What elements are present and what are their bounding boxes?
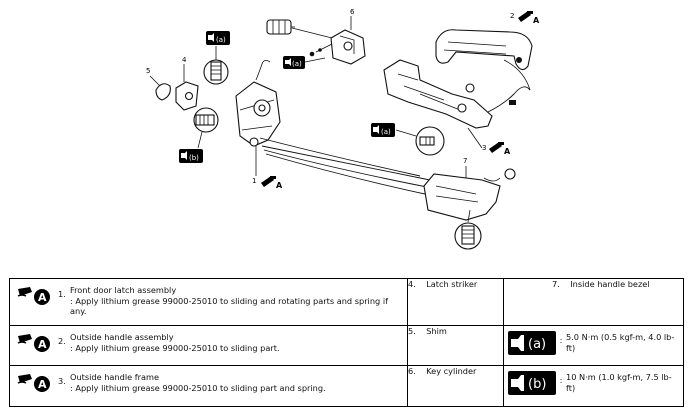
legend-cell-part-3: A 3. Outside handle frame : Apply lithiu…	[9, 365, 408, 407]
legend-cell-part-5: 5. Shim	[407, 325, 504, 366]
grease-symbol-1	[261, 176, 283, 190]
outside-handle-frame	[383, 59, 531, 129]
part-note: : Apply lithium grease 99000-25010 to sl…	[70, 342, 280, 353]
svg-text:(a): (a)	[216, 36, 226, 44]
torque-value-b: 10 N·m (1.0 kgf-m, 7.5 lb-ft)	[566, 372, 672, 393]
callout-7: 7	[463, 157, 467, 165]
svg-text:(a): (a)	[381, 128, 391, 136]
legend-cell-torque-b: (b) : 10 N·m (1.0 kgf-m, 7.5 lb-ft)	[503, 365, 684, 407]
legend-cell-part-2: A 2. Outside handle assembly : Apply lit…	[9, 325, 408, 366]
grease-symbol-2	[518, 11, 540, 25]
latch-striker	[175, 81, 199, 111]
torque-b-icon: (b)	[508, 371, 556, 395]
svg-text:A: A	[38, 291, 47, 304]
callout-3: 3	[482, 144, 486, 152]
part-note: : Apply lithium grease 99000-25010 to sl…	[70, 295, 388, 317]
grease-a-icon: A	[17, 287, 50, 305]
svg-text:(b): (b)	[189, 154, 199, 162]
key-cylinder-bolt	[266, 19, 295, 35]
part-number: 3.	[58, 376, 66, 386]
part-title: Outside handle frame	[70, 372, 160, 382]
legend-cell-torque-a: (a) : 5.0 N·m (0.5 kgf-m, 4.0 lb-ft)	[503, 325, 684, 366]
torque-symbol-a-left: (a)	[206, 31, 230, 45]
parts-legend-table: A 1. Front door latch assembly : Apply l…	[9, 278, 684, 407]
part-title: Outside handle assembly	[70, 332, 174, 342]
part-note: : Apply lithium grease 99000-25010 to sl…	[70, 382, 326, 393]
grease-a-icon: A	[17, 374, 50, 392]
svg-text:A: A	[38, 378, 47, 391]
table-row: A 3. Outside handle frame : Apply lithiu…	[9, 365, 684, 407]
key-cylinder	[309, 29, 366, 65]
table-row: A 1. Front door latch assembly : Apply l…	[9, 278, 684, 326]
torque-value-a: 5.0 N·m (0.5 kgf-m, 4.0 lb-ft)	[566, 332, 675, 353]
torque-a-icon: (a)	[508, 331, 556, 355]
legend-cell-part-4: 4. Latch striker	[407, 278, 504, 326]
latch-cables	[259, 137, 435, 197]
inside-handle-bezel	[423, 168, 516, 221]
frame-bolt	[415, 126, 445, 156]
callout-2: 2	[510, 12, 514, 20]
striker-bolt-bottom	[193, 107, 219, 133]
legend-cell-part-7: 7. Inside handle bezel	[503, 278, 684, 326]
table-row: A 2. Outside handle assembly : Apply lit…	[9, 325, 684, 366]
legend-cell-part-1: A 1. Front door latch assembly : Apply l…	[9, 278, 408, 326]
torque-symbol-b-left: (b)	[179, 149, 203, 163]
callout-6: 6	[350, 8, 355, 16]
striker-bolt-top	[203, 59, 229, 85]
part-title: Front door latch assembly	[70, 285, 177, 295]
torque-symbol-a-mid: (a)	[371, 123, 395, 137]
part-number: 2.	[58, 336, 66, 346]
svg-text:(a): (a)	[292, 60, 302, 68]
svg-text:(a): (a)	[528, 337, 546, 352]
callout-5: 5	[146, 67, 150, 75]
legend-cell-part-6: 6. Key cylinder	[407, 365, 504, 407]
outside-handle-assembly	[435, 29, 533, 91]
callout-1: 1	[252, 177, 256, 185]
svg-text:(b): (b)	[528, 377, 546, 392]
shim	[155, 83, 171, 101]
front-door-latch-assembly	[235, 60, 281, 147]
grease-symbol-3	[489, 142, 511, 156]
torque-symbol-a-top: (a)	[283, 56, 305, 69]
bezel-bolt	[454, 222, 482, 250]
part-number: 1.	[58, 289, 66, 299]
door-latch-exploded-diagram: A (a) 6 2	[146, 8, 540, 250]
svg-text:A: A	[38, 338, 47, 351]
callout-4: 4	[182, 56, 187, 64]
grease-a-icon: A	[17, 334, 50, 352]
